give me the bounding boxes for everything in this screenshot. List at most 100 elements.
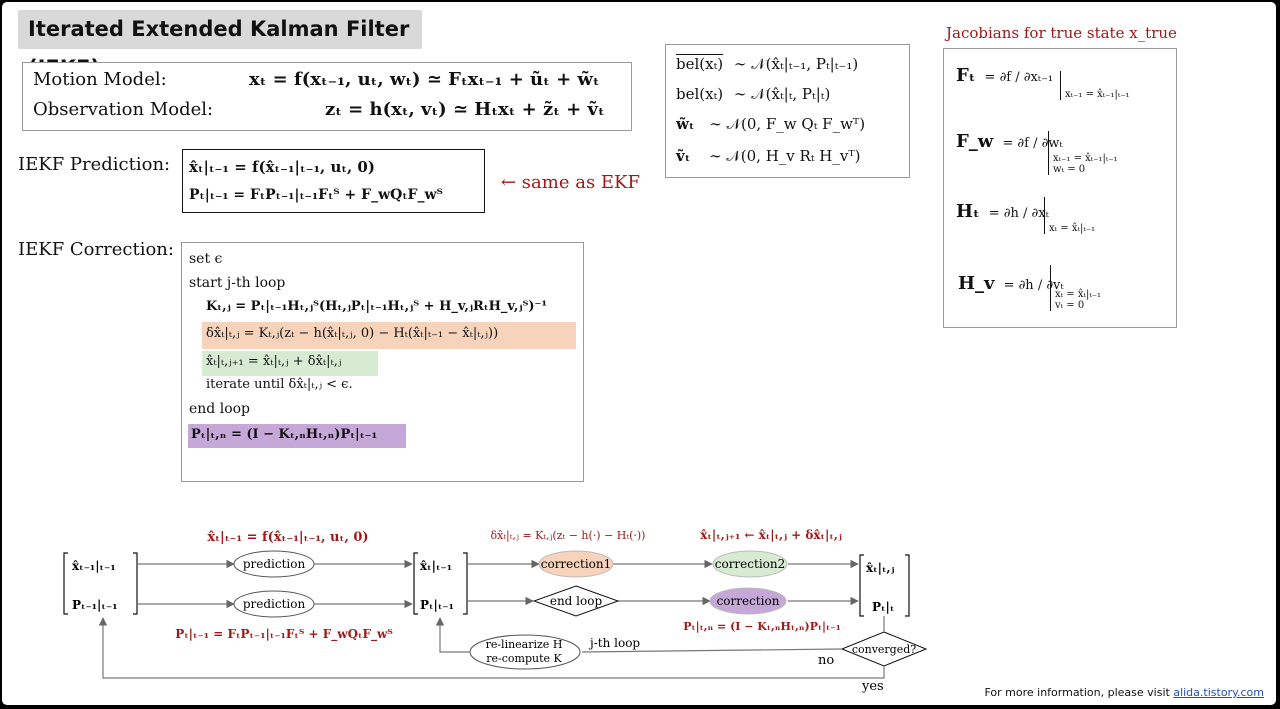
distribution-rhs: ∼ 𝒩(0, H_v Rₜ H_vᵀ) <box>709 147 861 165</box>
motion-model-label: Motion Model: <box>33 69 167 90</box>
node-x-out: x̂ₜ|ₜ,ⱼ <box>866 561 895 575</box>
jacobian-eval: xₜ = x̂ₜ|ₜ₋₁ vₜ = 0 <box>1050 265 1101 311</box>
jacobian-eval-line: xₜ = x̂ₜ|ₜ₋₁ <box>1055 289 1102 300</box>
correction-cov-highlight <box>188 424 406 448</box>
prediction-node-cov <box>233 590 315 618</box>
jacobian-eval-line: xₜ₋₁ = x̂ₜ₋₁|ₜ₋₁ <box>1065 89 1130 100</box>
footer-text: For more information, please visit <box>984 686 1174 699</box>
jacobian-name: Fₜ <box>956 65 976 86</box>
correction-end-loop: end loop <box>189 401 251 417</box>
jacobians-box: Fₜ = ∂f / ∂xₜ₋₁ xₜ₋₁ = x̂ₜ₋₁|ₜ₋₁ F_w = ∂… <box>943 48 1177 328</box>
motion-model-equation: xₜ = f(xₜ₋₁, uₜ, wₜ) ≃ Fₜxₜ₋₁ + ũₜ + w̃ₜ <box>249 69 600 90</box>
relinearize-line1: re-linearize H <box>486 638 563 651</box>
jacobian-eval-line: vₜ = 0 <box>1055 300 1085 311</box>
prediction-eq-cov: Pₜ|ₜ₋₁ = FₜPₜ₋₁|ₜ₋₁Fₜᵀ + F_wQₜF_wᵀ <box>189 187 443 203</box>
node-p-mid: Pₜ|ₜ₋₁ <box>420 598 454 612</box>
arrow-yes-back <box>98 617 885 679</box>
correction-box: set ϵ start j-th loop Kₜ,ⱼ = Pₜ|ₜ₋₁Hₜ,ⱼᵀ… <box>181 242 584 482</box>
observation-model-equation: zₜ = h(xₜ, vₜ) ≃ Hₜxₜ + z̃ₜ + ṽₜ <box>325 99 605 120</box>
eq-pred-state: x̂ₜ|ₜ₋₁ = f(x̂ₜ₋₁|ₜ₋₁, uₜ, 0) <box>207 530 368 545</box>
node-x-prev: x̂ₜ₋₁|ₜ₋₁ <box>72 559 116 573</box>
prediction-label: IEKF Prediction: <box>18 154 171 175</box>
prediction-node-state-label: prediction <box>243 557 306 571</box>
models-box: Motion Model: xₜ = f(xₜ₋₁, uₜ, wₜ) ≃ Fₜx… <box>22 62 632 131</box>
node-p-prev: Pₜ₋₁|ₜ₋₁ <box>72 598 117 612</box>
bracket-prev <box>63 552 138 615</box>
footer: For more information, please visit alida… <box>984 686 1264 699</box>
prediction-box: x̂ₜ|ₜ₋₁ = f(x̂ₜ₋₁|ₜ₋₁, uₜ, 0) Pₜ|ₜ₋₁ = F… <box>182 149 485 213</box>
correction2-label: correction2 <box>715 557 786 571</box>
jacobian-eval: xₜ₋₁ = x̂ₜ₋₁|ₜ₋₁ <box>1060 71 1130 100</box>
distribution-rhs: ∼ 𝒩(x̂ₜ|ₜ₋₁, Pₜ|ₜ₋₁) <box>733 55 859 73</box>
same-as-ekf-note: ← same as EKF <box>501 172 640 193</box>
correction-gain: Kₜ,ⱼ = Pₜ|ₜ₋₁Hₜ,ⱼᵀ(Hₜ,ⱼPₜ|ₜ₋₁Hₜ,ⱼᵀ + H_v… <box>206 299 548 314</box>
bracket-out <box>859 554 910 617</box>
page-title: Iterated Extended Kalman Filter (IEKF) <box>18 10 422 80</box>
bracket-mid <box>413 552 468 615</box>
jacobian-eval-line: xₜ₋₁ = x̂ₜ₋₁|ₜ₋₁ <box>1053 153 1118 164</box>
correction-node <box>709 587 787 615</box>
prediction-eq-state: x̂ₜ|ₜ₋₁ = f(x̂ₜ₋₁|ₜ₋₁, uₜ, 0) <box>189 158 375 176</box>
jth-loop-label: j-th loop <box>588 636 640 650</box>
distribution-lhs: ṽₜ <box>676 147 691 165</box>
jacobian-expr: = ∂f / ∂wₜ <box>1002 136 1063 151</box>
jacobian-eval: xₜ = x̂ₜ|ₜ₋₁ <box>1044 197 1095 234</box>
jacobian-eval: xₜ₋₁ = x̂ₜ₋₁|ₜ₋₁ wₜ = 0 <box>1048 131 1118 175</box>
jacobian-expr: = ∂h / ∂xₜ <box>988 206 1049 221</box>
correction-start-loop: start j-th loop <box>189 275 286 291</box>
jacobian-item: Hₜ = ∂h / ∂xₜ xₜ = x̂ₜ|ₜ₋₁ <box>956 197 1095 234</box>
correction2-node <box>712 550 788 578</box>
eq-pred-cov: Pₜ|ₜ₋₁ = FₜPₜ₋₁|ₜ₋₁Fₜᵀ + F_wQₜF_wᵀ <box>175 627 393 642</box>
arrow-no <box>581 648 843 653</box>
jacobian-expr: = ∂f / ∂xₜ₋₁ <box>984 70 1054 85</box>
end-loop-label: end loop <box>550 594 603 608</box>
jacobian-eval-line: wₜ = 0 <box>1053 164 1086 175</box>
distribution-rhs: ∼ 𝒩(x̂ₜ|ₜ, Pₜ|ₜ) <box>733 85 831 103</box>
node-x-mid: x̂ₜ|ₜ₋₁ <box>420 559 452 573</box>
correction-label: correction <box>717 594 780 608</box>
correction-iterate: iterate until δx̂ₜ|ₜ,ⱼ < ϵ. <box>206 377 353 392</box>
correction1-label: correction1 <box>541 557 612 571</box>
correction-set-epsilon: set ϵ <box>189 251 223 267</box>
arrow-relin-back <box>435 617 470 653</box>
distribution-row: bel(xₜ) ∼ 𝒩(x̂ₜ|ₜ, Pₜ|ₜ) <box>676 85 830 103</box>
jacobian-eval-line: xₜ = x̂ₜ|ₜ₋₁ <box>1049 223 1096 234</box>
distribution-box: bel(xₜ) ∼ 𝒩(x̂ₜ|ₜ₋₁, Pₜ|ₜ₋₁) bel(xₜ) ∼ 𝒩… <box>665 44 910 178</box>
no-label: no <box>818 653 834 668</box>
jacobian-name: H_v <box>958 273 995 294</box>
footer-link[interactable]: alida.tistory.com <box>1173 686 1264 699</box>
correction-label: IEKF Correction: <box>18 239 174 260</box>
distribution-lhs: bel(xₜ) <box>676 55 724 73</box>
prediction-node-cov-label: prediction <box>243 597 306 611</box>
distribution-row: ṽₜ ∼ 𝒩(0, H_v Rₜ H_vᵀ) <box>676 147 861 165</box>
correction-update: x̂ₜ|ₜ,ⱼ₊₁ = x̂ₜ|ₜ,ⱼ + δx̂ₜ|ₜ,ⱼ <box>206 354 342 369</box>
jacobian-item: H_v = ∂h / ∂vₜ xₜ = x̂ₜ|ₜ₋₁ vₜ = 0 <box>958 265 1101 311</box>
eq-corr1: δx̂ₜ|ₜ,ⱼ = Kₜ,ⱼ(zₜ − h(·) − Hₜ(·)) <box>491 529 646 543</box>
jacobian-name: Hₜ <box>956 201 980 222</box>
prediction-node-state <box>233 550 315 578</box>
jacobian-name: F_w <box>956 131 994 152</box>
jacobians-title: Jacobians for true state x_true <box>946 24 1177 42</box>
correction-delta-highlight <box>202 322 576 349</box>
distribution-lhs: bel(xₜ) <box>676 85 724 103</box>
relinearize-line2: re-compute K <box>486 652 562 665</box>
node-p-out: Pₜ|ₜ <box>872 600 894 614</box>
yes-label: yes <box>861 679 884 694</box>
jacobian-item: F_w = ∂f / ∂wₜ xₜ₋₁ = x̂ₜ₋₁|ₜ₋₁ wₜ = 0 <box>956 131 1118 175</box>
distribution-row: bel(xₜ) ∼ 𝒩(x̂ₜ|ₜ₋₁, Pₜ|ₜ₋₁) <box>676 55 858 73</box>
distribution-lhs: w̃ₜ <box>676 115 695 133</box>
distribution-row: w̃ₜ ∼ 𝒩(0, F_w Qₜ F_wᵀ) <box>676 115 865 133</box>
jacobian-item: Fₜ = ∂f / ∂xₜ₋₁ xₜ₋₁ = x̂ₜ₋₁|ₜ₋₁ <box>956 65 1130 100</box>
end-loop-node <box>532 585 620 617</box>
eq-corr2: x̂ₜ|ₜ,ⱼ₊₁ ← x̂ₜ|ₜ,ⱼ + δx̂ₜ|ₜ,ⱼ <box>700 528 842 542</box>
correction-update-highlight <box>202 351 378 376</box>
correction-delta: δx̂ₜ|ₜ,ⱼ = Kₜ,ⱼ(zₜ − h(x̂ₜ|ₜ,ⱼ, 0) − Hₜ(… <box>206 326 499 341</box>
observation-model-label: Observation Model: <box>33 99 214 120</box>
correction1-node <box>538 550 614 578</box>
eq-corr-cov: Pₜ|ₜ,ₙ = (I − Kₜ,ₙHₜ,ₙ)Pₜ|ₜ₋₁ <box>683 620 841 633</box>
distribution-rhs: ∼ 𝒩(0, F_w Qₜ F_wᵀ) <box>709 115 866 133</box>
converged-label: converged? <box>852 643 916 656</box>
jacobian-expr: = ∂h / ∂vₜ <box>1003 278 1064 293</box>
